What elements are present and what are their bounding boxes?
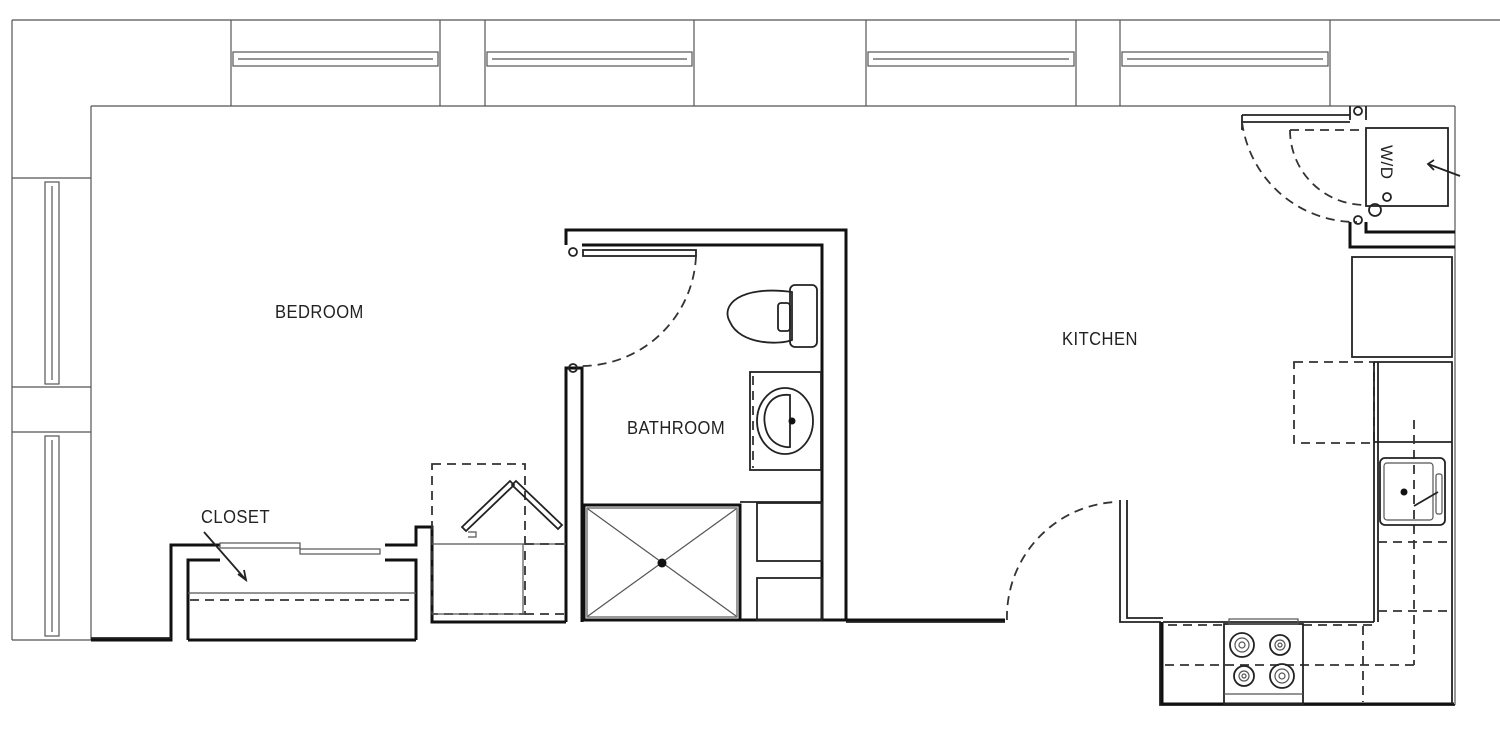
room-label-closet: CLOSET: [201, 507, 271, 527]
window-top-4: [1121, 51, 1329, 67]
kitchen-counters: [1163, 361, 1453, 704]
toilet-icon: [726, 284, 818, 348]
washer-dryer-closet: [1241, 106, 1461, 225]
bathroom-sink-icon: [749, 371, 822, 471]
room-label-kitchen: KITCHEN: [1062, 329, 1138, 349]
room-label-bedroom: BEDROOM: [275, 302, 364, 322]
window-left: [12, 177, 91, 641]
washer-dryer-label: W/D: [1377, 145, 1396, 180]
refrigerator-icon: [1351, 256, 1453, 358]
window-top-3: [867, 51, 1075, 67]
shower-icon: [582, 503, 742, 622]
room-label-bathroom: BATHROOM: [627, 418, 726, 438]
interior-walls: [91, 106, 1455, 706]
linen-closet: [431, 463, 566, 615]
bathroom-door: [568, 247, 697, 373]
kitchen-sink-icon: [1379, 457, 1446, 526]
stove-icon: [1223, 618, 1304, 705]
window-top-2: [486, 51, 693, 67]
kitchen-door: [1006, 501, 1116, 621]
exterior-wall: [11, 19, 1500, 705]
bathroom-shelves: [740, 501, 823, 621]
closet: [188, 531, 416, 601]
window-top-1: [232, 51, 439, 67]
